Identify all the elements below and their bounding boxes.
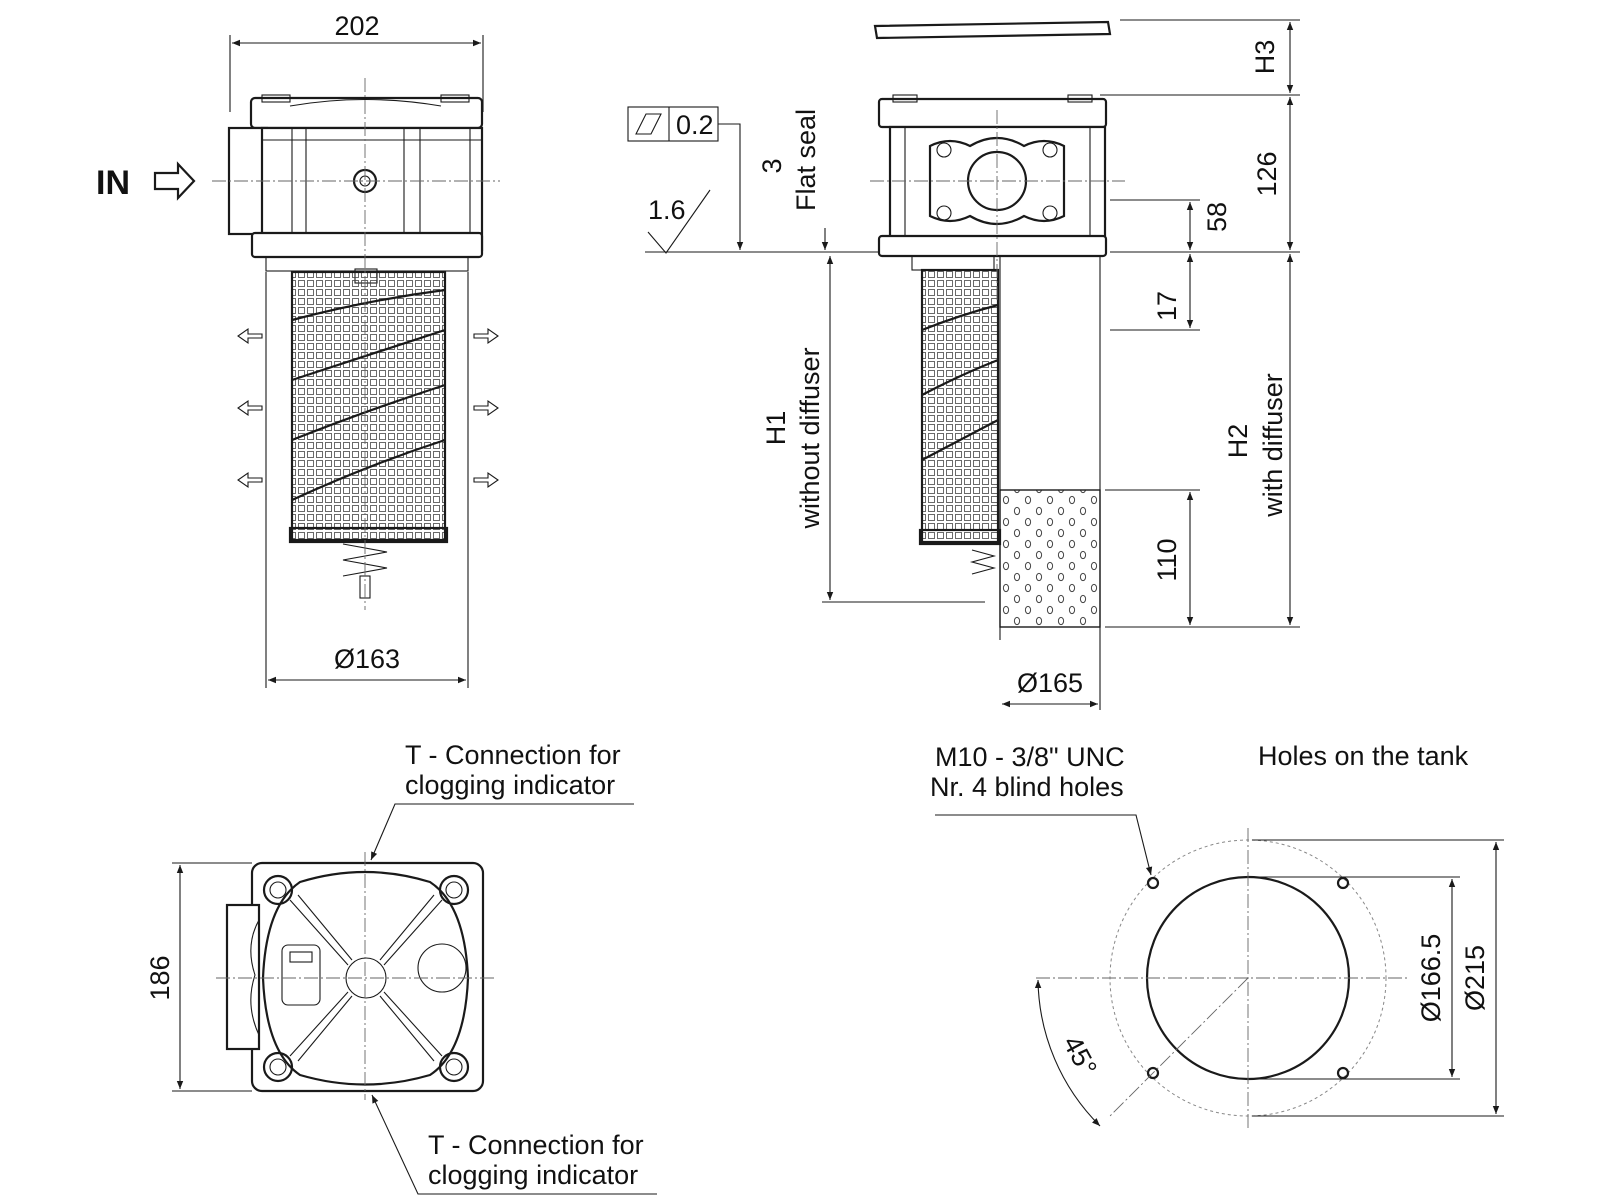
side-mesh-spirals <box>921 303 999 461</box>
tolerance-leader <box>718 123 744 250</box>
top-corner-bolts <box>262 874 470 1083</box>
tank-diagonal-centerline <box>1107 977 1249 1119</box>
tank-holes-title: Holes on the tank <box>1258 741 1469 771</box>
front-view: 202 IN <box>96 11 500 688</box>
h1-note: without diffuser <box>795 347 825 529</box>
seal-label-text: Flat seal <box>791 109 821 211</box>
head-height-text: 126 <box>1252 151 1282 196</box>
connection-note-bottom-line1: T - Connection for <box>428 1130 644 1160</box>
flatness-icon <box>635 113 662 135</box>
thread-note-line1: M10 - 3/8" UNC <box>935 742 1125 772</box>
front-mesh-spirals <box>291 288 446 501</box>
top-label-plate <box>281 944 321 1006</box>
h2-note: with diffuser <box>1258 373 1288 518</box>
side-port-hole-1 <box>936 142 952 158</box>
top-center-boss <box>345 957 387 999</box>
side-flange <box>877 234 1108 258</box>
top-diagonal-ribs-inner <box>297 894 435 1062</box>
top-outlet-boss <box>417 943 467 993</box>
front-head-ribs <box>291 128 471 250</box>
roughness-symbol <box>647 189 711 254</box>
side-port-hole-2 <box>1042 142 1058 158</box>
side-view: 0.2 1.6 3 Flat seal <box>627 19 1300 710</box>
top-view: T - Connection for clogging indicator T … <box>145 740 657 1195</box>
side-bolt-right <box>1067 94 1093 103</box>
gap-height-text: 17 <box>1152 291 1182 321</box>
connection-leader-bottom <box>371 1094 657 1195</box>
side-port-hole-4 <box>1042 205 1058 221</box>
side-filter-mesh <box>920 268 1000 544</box>
front-bolt-left <box>261 94 291 103</box>
connection-note-top-line1: T - Connection for <box>405 740 621 770</box>
height-dim-text: 186 <box>145 955 175 1000</box>
thread-note-leader <box>935 814 1153 876</box>
thread-note-line2: Nr. 4 blind holes <box>930 772 1124 802</box>
front-filter-mesh <box>290 270 447 542</box>
angle-dimension-arc <box>1034 979 1101 1127</box>
seal-thickness-text: 3 <box>757 158 787 173</box>
connection-leader-top <box>370 803 634 861</box>
top-inlet-break <box>250 919 260 1036</box>
inlet-label: IN <box>96 164 130 202</box>
side-removed-lid <box>873 20 1112 40</box>
port-height-text: 58 <box>1202 202 1232 232</box>
diffuser-diameter-text: Ø165 <box>1017 668 1083 698</box>
side-head-body <box>888 125 1107 239</box>
width-dim-text: 202 <box>334 11 379 41</box>
top-diagonal-ribs <box>289 899 443 1057</box>
top-label-slot <box>289 951 313 963</box>
side-spring <box>969 549 997 575</box>
side-port-flange <box>928 136 1066 226</box>
roughness-value: 1.6 <box>648 195 686 225</box>
front-flange <box>250 231 484 259</box>
connection-note-bottom-line2: clogging indicator <box>428 1160 638 1190</box>
side-port-hole-3 <box>936 205 952 221</box>
tank-holes-view: Holes on the tank M10 - 3/8" UNC Nr. 4 b… <box>930 741 1504 1128</box>
flatness-value: 0.2 <box>676 110 714 140</box>
inlet-arrow-icon <box>153 161 196 201</box>
front-end-cap <box>288 526 449 544</box>
h1-label: H1 <box>761 411 791 446</box>
diffuser-height-text: 110 <box>1152 538 1182 581</box>
side-head-ribs <box>904 127 1091 237</box>
front-lid-arc <box>289 98 442 107</box>
inner-diameter-text: Ø166.5 <box>1416 934 1446 1023</box>
front-spring <box>342 543 388 577</box>
side-bolt-left <box>892 94 918 103</box>
side-diffuser <box>999 489 1101 628</box>
outflow-arrows-right <box>473 327 499 489</box>
top-inlet-port <box>225 903 261 1051</box>
bowl-diameter-text: Ø163 <box>334 644 400 674</box>
connection-note-top-line2: clogging indicator <box>405 770 615 800</box>
front-bolt-right <box>440 94 470 103</box>
h3-label: H3 <box>1250 40 1280 75</box>
side-lid <box>877 97 1108 129</box>
angle-text: 45° <box>1057 1031 1103 1081</box>
outflow-arrows-left <box>237 327 263 489</box>
h2-label: H2 <box>1223 424 1253 459</box>
blind-holes <box>1146 876 1350 1080</box>
outer-diameter-text: Ø215 <box>1460 945 1490 1011</box>
side-flange-step <box>911 255 995 271</box>
